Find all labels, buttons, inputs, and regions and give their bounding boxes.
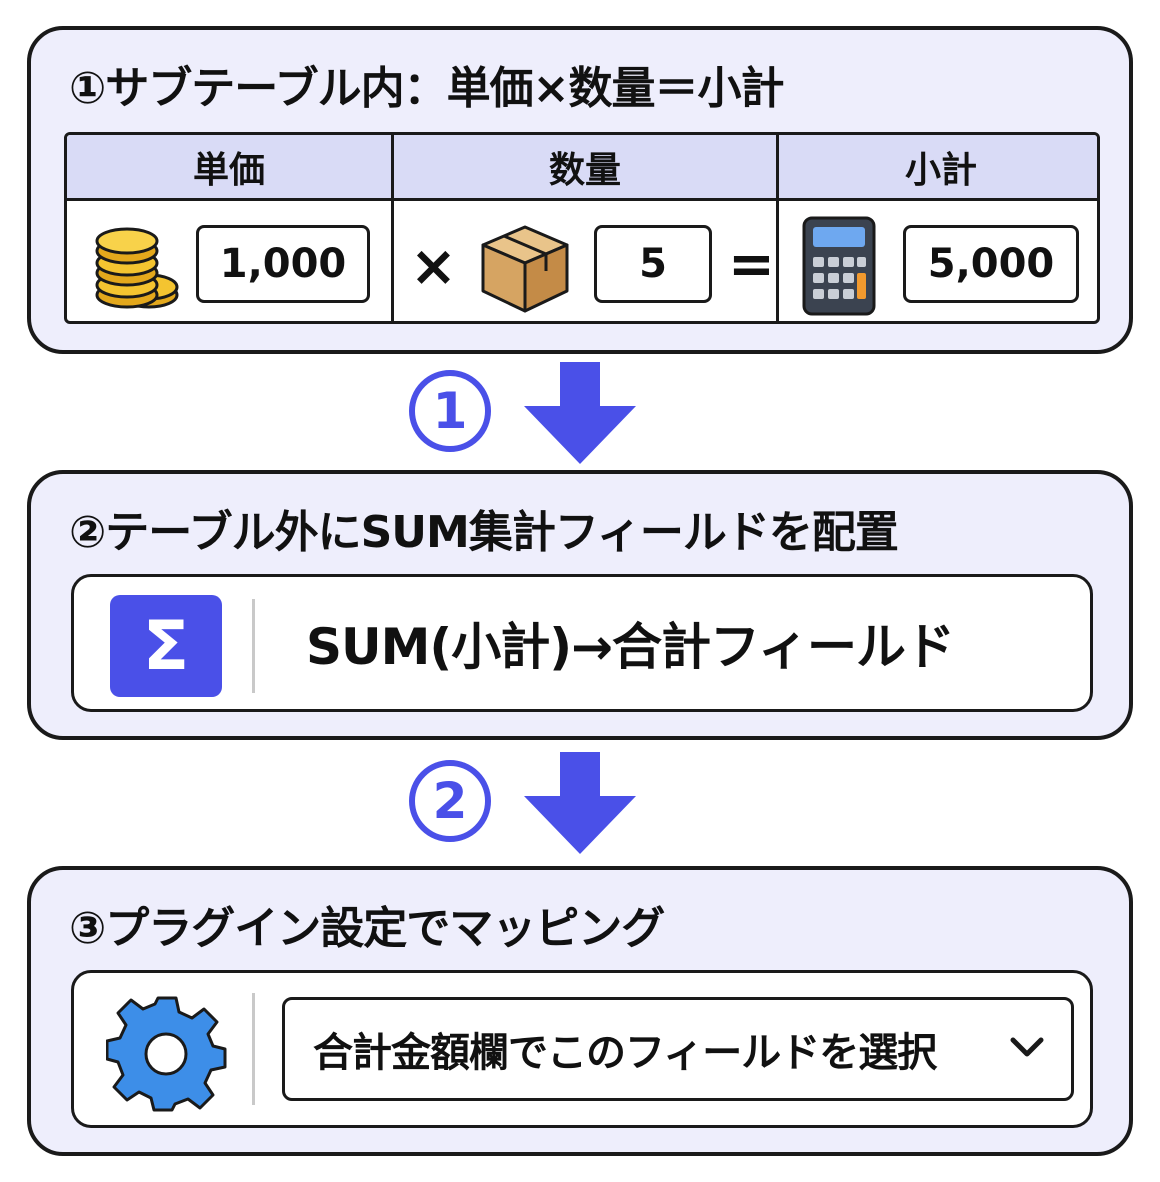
down-arrow-icon (524, 752, 636, 854)
box-icon (481, 225, 569, 313)
column-divider (391, 135, 394, 321)
step1-title: ①サブテーブル内：単価×数量＝小計 (69, 63, 784, 114)
step2-title: ②テーブル外にSUM集計フィールドを配置 (69, 507, 899, 558)
calculator-icon (802, 216, 876, 316)
column-divider (776, 135, 779, 321)
multiply-sign: × (410, 234, 457, 299)
header-unit-price: 単価 (67, 135, 391, 201)
step3-title: ③プラグイン設定でマッピング (69, 903, 665, 954)
step-number-2: 2 (409, 760, 491, 842)
subtable-grid: 単価 数量 小計 1,000 × (64, 132, 1100, 324)
quantity-value: 5 (594, 225, 712, 303)
sum-field-box: Σ SUM(小計)→合計フィールド (71, 574, 1093, 712)
sum-formula: SUM(小計)→合計フィールド (306, 618, 955, 676)
total-field-select[interactable]: 合計金額欄でこのフィールドを選択 (282, 997, 1074, 1101)
step-number-1: 1 (409, 370, 491, 452)
equals-sign: = (728, 232, 775, 297)
chevron-down-icon[interactable] (1009, 1034, 1045, 1062)
step1-panel: ①サブテーブル内：単価×数量＝小計 単価 数量 小計 1,000 × (27, 26, 1133, 354)
unit-price-value: 1,000 (196, 225, 370, 303)
select-value: 合計金額欄でこのフィールドを選択 (313, 1030, 937, 1076)
header-subtotal: 小計 (779, 135, 1097, 201)
sigma-icon: Σ (110, 595, 222, 697)
coins-icon (95, 227, 179, 309)
subtotal-value: 5,000 (903, 225, 1079, 303)
header-quantity: 数量 (394, 135, 776, 201)
down-arrow-icon (524, 362, 636, 464)
gear-icon (106, 996, 227, 1112)
divider (252, 993, 255, 1105)
step2-panel: ②テーブル外にSUM集計フィールドを配置 Σ SUM(小計)→合計フィールド (27, 470, 1133, 740)
divider (252, 599, 255, 693)
plugin-setting-box: 合計金額欄でこのフィールドを選択 (71, 970, 1093, 1128)
step3-panel: ③プラグイン設定でマッピング 合計金額欄でこのフィールドを選択 (27, 866, 1133, 1156)
